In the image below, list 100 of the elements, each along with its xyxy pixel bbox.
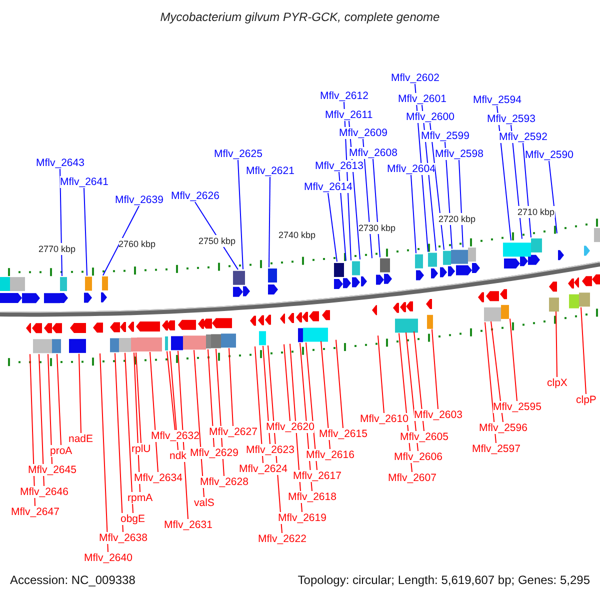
gene-label: Mflv_2605	[400, 431, 448, 443]
leader-line	[208, 348, 214, 448]
gene-label: Mflv_2638	[99, 532, 148, 544]
leader-line	[84, 188, 88, 276]
leader-line	[548, 160, 558, 234]
leader-line	[124, 352, 134, 514]
leader-line	[166, 350, 176, 430]
gene-label: Mflv_2608	[349, 147, 398, 159]
scale-label: 2740 kbp	[278, 229, 316, 241]
leader-line	[484, 322, 496, 444]
gene-label: Mflv_2610	[360, 413, 408, 425]
gene-label: Mflv_2603	[414, 409, 462, 421]
scale-label: 2770 kbp	[38, 243, 76, 255]
gene-label: Mflv_2622	[258, 533, 306, 545]
gene-label: rplU	[132, 443, 151, 455]
leader-line	[150, 352, 158, 472]
gene-label: clpP	[576, 394, 596, 406]
gene-label: rpmA	[128, 492, 153, 504]
gene-label: Mflv_2602	[391, 72, 440, 84]
gene-label: Mflv_2623	[246, 444, 294, 456]
gene-label: Mflv_2596	[479, 422, 528, 434]
gene-label: obgE	[120, 513, 146, 525]
leader-line	[268, 176, 270, 268]
leader-line	[414, 330, 424, 432]
leader-line	[284, 344, 290, 422]
scale-label: 2720 kbp	[438, 213, 476, 225]
gene-label: nadE	[68, 433, 94, 445]
leader-line	[114, 352, 124, 532]
leader-line	[320, 340, 330, 450]
gene-label: Mflv_2632	[151, 430, 200, 442]
gene-label: Mflv_2601	[398, 93, 446, 105]
gene-label: clpX	[547, 377, 568, 389]
accession-label: Accession: NC_009338	[10, 574, 136, 586]
gene-label: Mflv_2641	[60, 176, 108, 188]
leader-line	[178, 350, 188, 520]
gene-label: Mflv_2593	[487, 113, 536, 125]
leader-line	[372, 158, 380, 258]
leader-line	[48, 354, 52, 464]
leader-line	[432, 328, 438, 410]
leader-line	[254, 346, 264, 464]
leader-line	[262, 345, 270, 444]
gene-label: Mflv_2620	[266, 421, 314, 433]
gene-label: Mflv_2645	[28, 464, 76, 476]
gene-label: Mflv_2595	[493, 401, 542, 413]
leader-line	[238, 160, 244, 270]
leader-line	[580, 306, 586, 394]
gene-label: Mflv_2615	[319, 428, 368, 440]
leader-line	[490, 320, 504, 422]
gene-label: Mflv_2598	[435, 148, 484, 160]
leader-line	[136, 352, 142, 444]
gene-label: Mflv_2594	[473, 94, 522, 106]
genome-stats-label: Topology: circular; Length: 5,619,607 bp; Genes: 5,295	[298, 574, 590, 586]
gene-label: Mflv_2628	[200, 476, 248, 488]
gene-label: Mflv_2631	[164, 519, 212, 531]
leader-line	[56, 354, 62, 446]
gene-label: Mflv_2612	[320, 90, 368, 102]
gene-label: Mflv_2627	[209, 426, 258, 438]
gene-label: Mflv_2621	[246, 165, 294, 177]
gene-label: Mflv_2614	[304, 181, 352, 193]
gene-label: Mflv_2592	[499, 131, 548, 143]
gene-label: Mflv_2625	[214, 148, 262, 160]
leader-line	[378, 335, 384, 414]
gene-label: Mflv_2604	[387, 163, 436, 175]
gene-label: Mflv_2640	[84, 552, 132, 564]
gene-label: Mflv_2611	[325, 109, 373, 121]
gene-label: Mflv_2613	[315, 160, 364, 172]
gene-label: Mflv_2619	[278, 512, 326, 524]
leader-line	[78, 353, 82, 434]
gene-label: Mflv_2607	[388, 472, 436, 484]
leader-line	[406, 332, 418, 452]
scale-label: 2750 kbp	[198, 235, 236, 247]
gene-label: Mflv_2616	[306, 449, 354, 461]
gene-label: proA	[50, 445, 72, 457]
leader-line	[522, 142, 532, 238]
gene-label: Mflv_2624	[239, 463, 288, 475]
gene-label: Mflv_2629	[190, 447, 238, 459]
gene-label: Mflv_2647	[11, 506, 60, 518]
gene-label: Mflv_2634	[134, 472, 182, 484]
gene-label: Mflv_2639	[115, 194, 164, 206]
gene-label: Mflv_2590	[525, 149, 574, 161]
gene-label: Mflv_2609	[339, 127, 388, 139]
scale-label: 2710 kbp	[518, 206, 555, 218]
gene-label: Mflv_2600	[406, 111, 454, 123]
gene-label: Mflv_2618	[288, 491, 336, 503]
gene-label: Mflv_2606	[394, 451, 442, 463]
leader-line	[328, 192, 338, 262]
leader-line	[38, 354, 44, 486]
scale-label: 2730 kbp	[358, 222, 396, 234]
leader-line	[100, 352, 108, 552]
gene-label: ndk	[170, 450, 186, 462]
gene-label: Mflv_2599	[421, 130, 470, 142]
gene-label: Mflv_2646	[20, 486, 68, 498]
leader-line	[338, 172, 346, 262]
leader-line	[134, 352, 140, 492]
gene-label: Mflv_2626	[171, 190, 220, 202]
scale-label: 2760 kbp	[118, 238, 156, 250]
leader-line	[510, 318, 518, 402]
leader-line	[228, 348, 234, 426]
leader-line	[102, 206, 140, 276]
leader-line	[458, 160, 464, 248]
